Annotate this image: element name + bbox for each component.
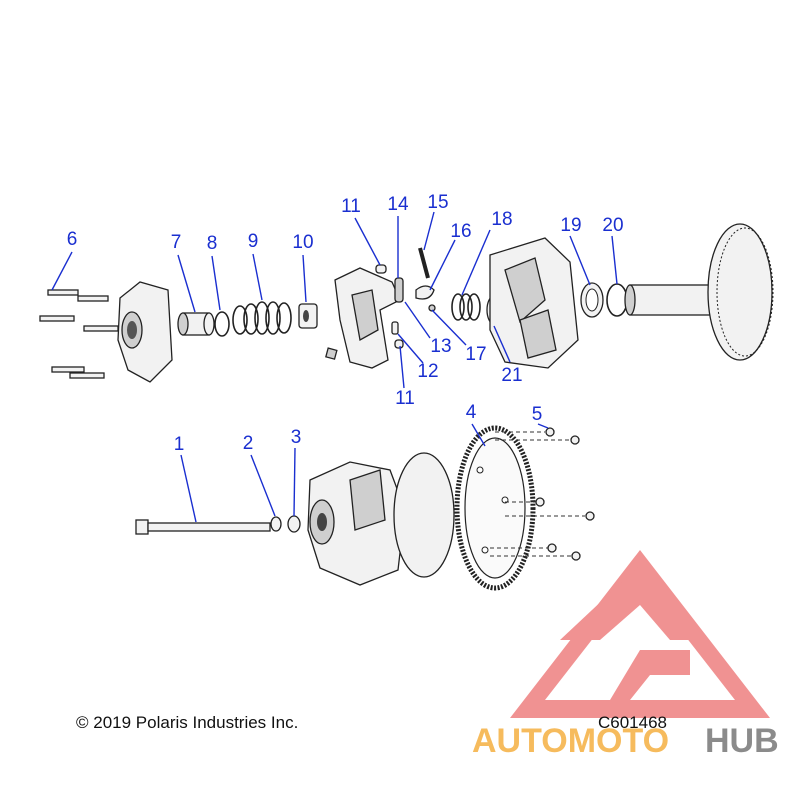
watermark-logo <box>510 550 770 718</box>
callout-13: 13 <box>430 336 451 357</box>
callout-18: 18 <box>491 209 512 230</box>
callout-14: 14 <box>387 194 409 215</box>
callout-19: 19 <box>560 215 581 236</box>
pin-part-15 <box>418 247 430 279</box>
callout-15: 15 <box>427 192 448 213</box>
callout-2: 2 <box>243 433 254 454</box>
washer-part-3 <box>287 515 301 533</box>
bushing-part-7 <box>177 312 215 336</box>
callout-21: 21 <box>501 365 522 386</box>
spider-assembly <box>325 264 404 369</box>
callout-9: 9 <box>248 231 259 252</box>
screws-part-5 <box>490 427 595 561</box>
callout-10: 10 <box>292 232 313 253</box>
moveable-sheave <box>489 237 579 369</box>
watermark-word-auto-moto: AUTOMOTO <box>472 722 669 760</box>
button-part-10 <box>298 303 318 329</box>
callout-4: 4 <box>466 402 477 423</box>
callout-7: 7 <box>171 232 182 253</box>
callout-5: 5 <box>532 404 543 425</box>
callout-8: 8 <box>207 233 218 254</box>
washers-part-18 <box>451 293 481 321</box>
callout-20: 20 <box>602 215 623 236</box>
spring-part-9 <box>232 301 292 335</box>
bolts-part-6 <box>39 289 119 379</box>
callout-labels: 6 7 8 9 10 11 14 15 16 18 19 20 13 12 17… <box>67 192 624 455</box>
fixed-sheave <box>624 223 774 361</box>
watermark-wordmark: AUTOMOTO HUB <box>472 722 779 760</box>
ring-gear-part-4 <box>454 425 536 591</box>
callout-6: 6 <box>67 229 78 250</box>
callout-1: 1 <box>174 434 185 455</box>
leader-lines <box>51 211 618 523</box>
callout-3: 3 <box>291 427 302 448</box>
cover-plate <box>117 281 173 383</box>
callout-16: 16 <box>450 221 471 242</box>
callout-12: 12 <box>417 361 438 382</box>
bolt-part-1 <box>135 519 271 535</box>
rings-part-19-20 <box>580 282 628 318</box>
ring-part-8 <box>214 311 230 337</box>
callout-17: 17 <box>465 344 486 365</box>
callout-11-top: 11 <box>341 196 361 217</box>
copyright-text: © 2019 Polaris Industries Inc. <box>76 713 298 732</box>
clutch-assembly <box>307 452 455 586</box>
part-code: C601468 <box>598 713 667 732</box>
callout-11-bottom: 11 <box>395 388 415 409</box>
roller-part-16 <box>415 285 435 300</box>
washer-part-2 <box>270 516 282 532</box>
watermark-word-hub: HUB <box>705 722 779 760</box>
